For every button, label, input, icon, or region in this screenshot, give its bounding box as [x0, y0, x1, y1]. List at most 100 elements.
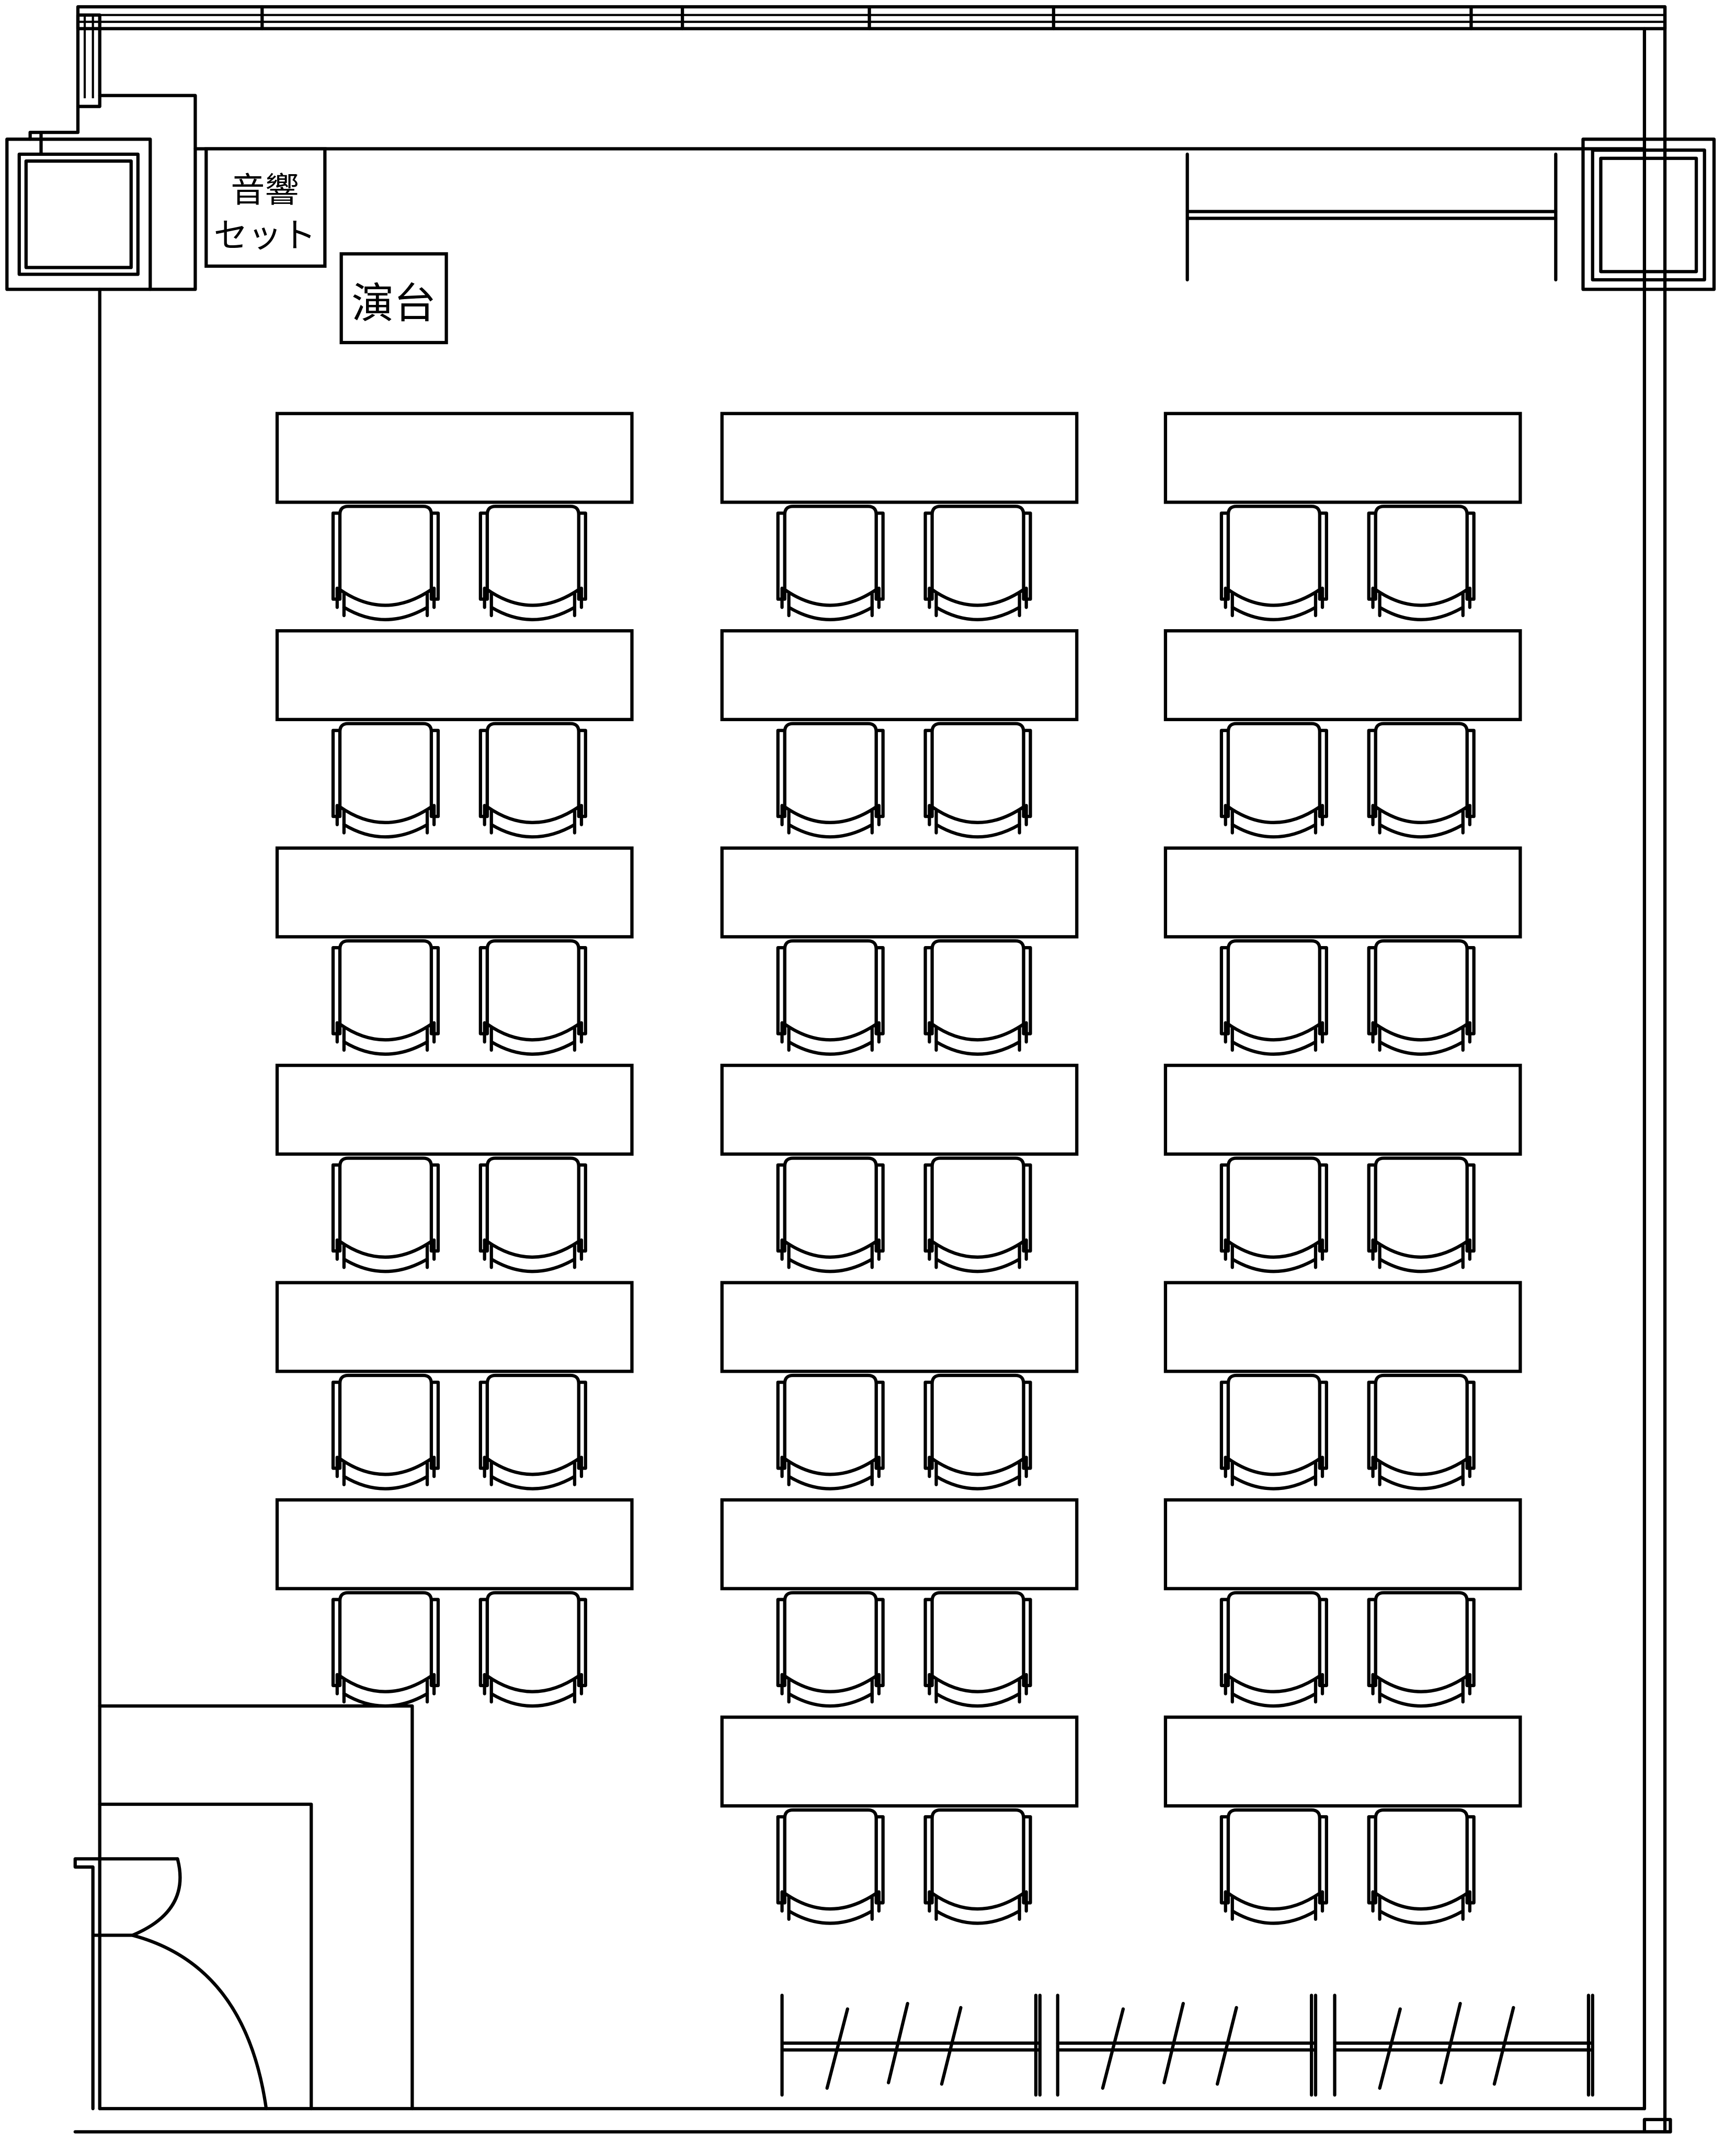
partition-slat [1101, 2007, 1125, 2090]
chair [1367, 1808, 1476, 1925]
podium-label: 演台 [351, 279, 436, 328]
chair [1367, 1591, 1476, 1708]
desk-set [275, 412, 634, 621]
partition-stand [780, 1994, 1042, 2097]
desk [720, 1281, 1079, 1373]
chair [776, 1373, 885, 1490]
chair [1219, 1808, 1328, 1925]
chair [1367, 1373, 1476, 1490]
desk [1163, 1498, 1522, 1590]
desk-set [1163, 1498, 1522, 1708]
chair [923, 1156, 1032, 1273]
chair [331, 939, 440, 1056]
chair [1219, 1373, 1328, 1490]
desk [720, 846, 1079, 939]
partition-stands [780, 1994, 1594, 2097]
desk-set [275, 629, 634, 839]
desk-set [720, 1715, 1079, 1925]
desk [275, 1498, 634, 1590]
desk-set [720, 1498, 1079, 1708]
chair [776, 722, 885, 839]
desk-set [1163, 412, 1522, 621]
chair [331, 505, 440, 621]
left-wall-upper [28, 13, 197, 291]
chair [776, 1156, 885, 1273]
desk-set [1163, 1063, 1522, 1273]
chair [923, 722, 1032, 839]
chair [331, 1156, 440, 1273]
desk-set [720, 1281, 1079, 1490]
partition-slat [1215, 2006, 1238, 2086]
chair [478, 939, 587, 1056]
podium: 演台 [339, 252, 448, 345]
chair [478, 722, 587, 839]
partition-slat [1492, 2006, 1515, 2086]
storage-room [98, 1704, 414, 2111]
chair [923, 505, 1032, 621]
seating-area [275, 412, 1522, 1925]
partition-slat [887, 2001, 909, 2085]
desk [1163, 1715, 1522, 1808]
chair [331, 1591, 440, 1708]
desk-set [275, 1498, 634, 1708]
desk-set [720, 412, 1079, 621]
desk [720, 1498, 1079, 1590]
desk [275, 629, 634, 721]
desk-set [720, 629, 1079, 839]
chair [1367, 505, 1476, 621]
partition-slat [1378, 2007, 1402, 2090]
partition-slat [1162, 2001, 1185, 2085]
desk-set [720, 846, 1079, 1056]
desk-set [275, 846, 634, 1056]
chair [923, 939, 1032, 1056]
desk-set [1163, 629, 1522, 839]
sound-set: 音響 セット [204, 147, 327, 268]
desk [275, 846, 634, 939]
desk-set [1163, 846, 1522, 1056]
chair [776, 505, 885, 621]
sound-set-label-1: 音響 [231, 170, 299, 210]
chair [478, 505, 587, 621]
chair [478, 1373, 587, 1490]
desk [1163, 1281, 1522, 1373]
desk [720, 1715, 1079, 1808]
desk [275, 1281, 634, 1373]
desk [720, 412, 1079, 504]
desk-set [275, 1063, 634, 1273]
desk-set [720, 1063, 1079, 1273]
projection-screen [1185, 152, 1558, 282]
chair [923, 1373, 1032, 1490]
desk-set [1163, 1281, 1522, 1490]
chair [1367, 1156, 1476, 1273]
right-wall [1642, 5, 1667, 2134]
desk [1163, 629, 1522, 721]
desk [1163, 846, 1522, 939]
chair [1219, 722, 1328, 839]
partition-stand [1056, 1994, 1318, 2097]
chair [331, 1373, 440, 1490]
chair [1219, 505, 1328, 621]
desk [275, 412, 634, 504]
entrance-door[interactable] [73, 1857, 268, 2111]
chair [776, 1591, 885, 1708]
chair [1367, 939, 1476, 1056]
desk [720, 1063, 1079, 1156]
pillar-left [5, 138, 152, 291]
sound-set-label-2: セット [214, 215, 316, 255]
chair [923, 1808, 1032, 1925]
desk [1163, 1063, 1522, 1156]
bottom-wall [73, 2107, 1672, 2134]
chair [776, 1808, 885, 1925]
desk [720, 629, 1079, 721]
chair [776, 939, 885, 1056]
chair [331, 722, 440, 839]
desk [275, 1063, 634, 1156]
desk-set [1163, 1715, 1522, 1925]
partition-slat [825, 2007, 849, 2090]
partition-slat [1439, 2001, 1462, 2085]
chair [478, 1156, 587, 1273]
chair [1219, 1156, 1328, 1273]
pillar-right [1581, 138, 1716, 291]
partition-slat [940, 2006, 963, 2086]
